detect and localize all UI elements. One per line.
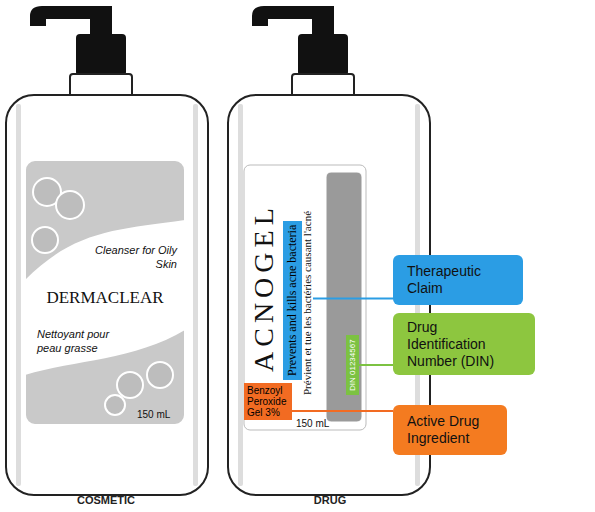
label-panel: Cleanser for Oily SkinDERMACLEAR Nettoyan… — [25, 160, 185, 425]
ingredient-text: Benzoyl Peroxide Gel 3% — [247, 385, 289, 418]
label-swoosh — [25, 220, 185, 375]
bubble — [56, 191, 84, 219]
brand-name: DERMACLEAR — [25, 288, 185, 308]
bubble — [105, 395, 125, 415]
therapeutic-claim-highlight: Prevents and kills acne bacteria — [283, 221, 302, 380]
bottle-body — [6, 95, 208, 495]
bottle-shine — [238, 104, 243, 486]
category-label: DRUG — [314, 494, 346, 506]
callout-box: Therapeutic Claim — [393, 255, 523, 305]
volume-text: 150 mL — [137, 409, 170, 420]
pump-nozzle — [30, 6, 100, 26]
claim-text: Prevents and kills acne bacteria — [285, 225, 300, 376]
label-panel — [25, 160, 185, 425]
callout-text: Active Drug Ingredient — [407, 413, 497, 447]
bubble — [117, 372, 143, 398]
label-stripe — [326, 172, 362, 422]
ingredient-highlight: Benzoyl Peroxide Gel 3% — [244, 383, 292, 420]
din-highlight: DIN 01234567 — [346, 335, 359, 395]
label-panel: ACNOGEL Prévient et tue les bactéries cau… — [244, 165, 366, 430]
claim-text: Cleanser for Oily Skin — [87, 244, 177, 272]
bubble — [147, 362, 173, 388]
bottle-shine — [16, 104, 21, 486]
claim-text: Nettoyant pour peau grasse — [37, 328, 127, 356]
callout-box: Active Drug Ingredient — [393, 405, 507, 455]
callout-text: Therapeutic Claim — [407, 263, 511, 297]
pump-cap — [76, 34, 126, 76]
bottle-shine — [193, 104, 198, 486]
din-number: DIN 01234567 — [348, 339, 357, 391]
label-panel — [244, 165, 366, 430]
bubble — [32, 227, 58, 253]
category-label: COSMETIC — [77, 494, 135, 506]
pump-nozzle — [252, 6, 322, 26]
leader-line — [359, 364, 393, 366]
callout-box: Drug Identification Number (DIN) — [393, 313, 535, 375]
brand-name: ACNOGEL — [248, 203, 280, 372]
leader-line — [292, 410, 393, 412]
claim-text: Prévient et tue les bactéries causant l'… — [301, 209, 313, 397]
volume-text: 150 mL — [296, 418, 329, 429]
callout-text: Drug Identification Number (DIN) — [407, 319, 519, 369]
cosmetic-bottle — [6, 6, 208, 495]
leader-line — [302, 298, 393, 300]
pump-cap — [298, 34, 348, 76]
